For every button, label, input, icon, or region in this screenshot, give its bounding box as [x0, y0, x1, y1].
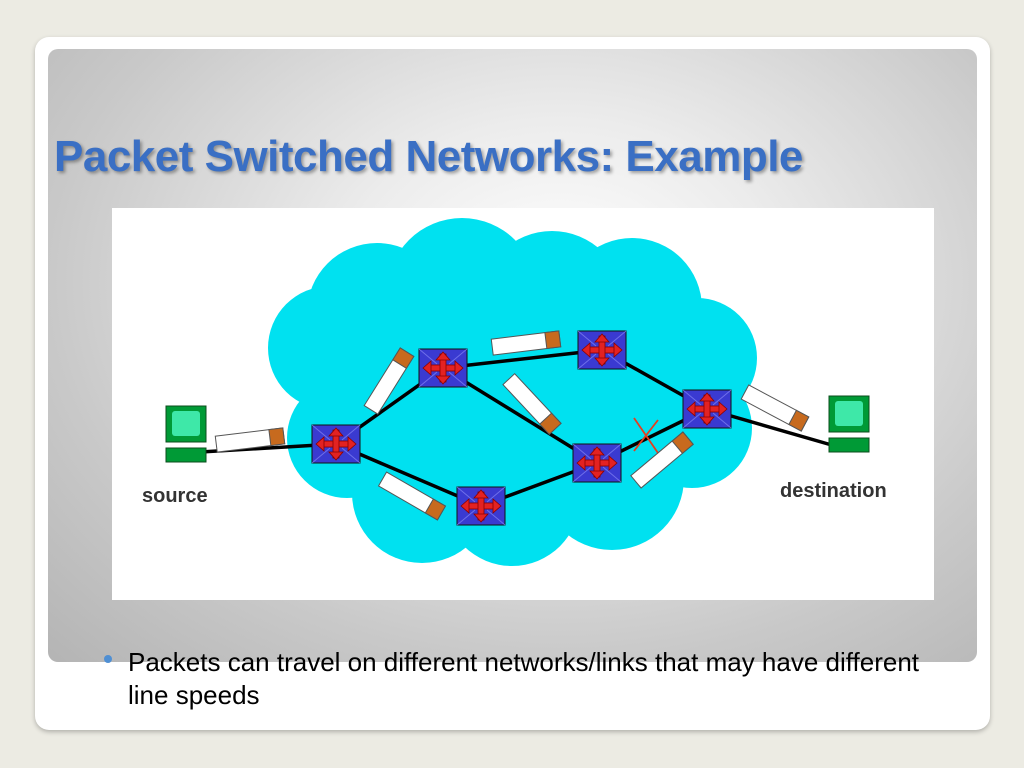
- router-icon: [418, 348, 468, 388]
- bullet-item: Packets can travel on different networks…: [128, 647, 920, 710]
- network-diagram: source destination: [112, 208, 934, 600]
- router-icon: [682, 389, 732, 429]
- bullet-marker-icon: [104, 655, 112, 663]
- destination-computer-icon: [828, 395, 870, 453]
- network-diagram-svg: [165, 218, 870, 566]
- destination-label: destination: [780, 480, 887, 502]
- router-icon: [456, 486, 506, 526]
- router-icon: [577, 330, 627, 370]
- source-label: source: [142, 485, 208, 507]
- slide-title: Packet Switched Networks: Example: [54, 132, 803, 181]
- router-icon: [572, 443, 622, 483]
- source-computer-icon: [165, 405, 207, 463]
- broken-link-mark: [633, 417, 659, 454]
- router-icon: [311, 424, 361, 464]
